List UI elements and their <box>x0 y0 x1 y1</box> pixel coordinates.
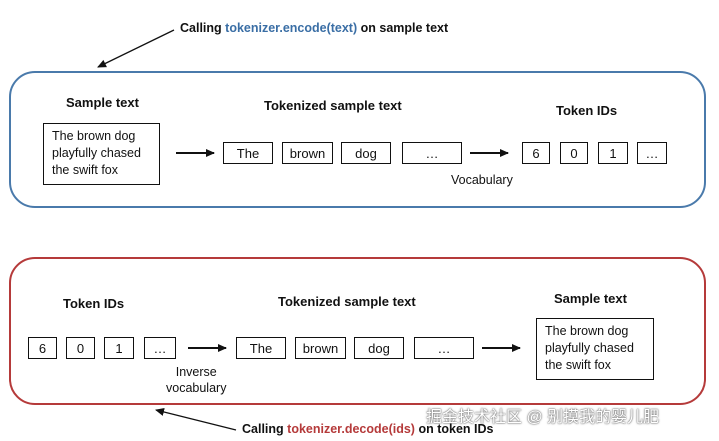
encode-sample-line-3: the swift fox <box>52 163 118 177</box>
decode-sample-textbox: The brown dog playfully chased the swift… <box>536 318 654 380</box>
decode-token-box: dog <box>354 337 404 359</box>
encode-sample-textbox: The brown dog playfully chased the swift… <box>43 123 160 185</box>
encode-caption-code: tokenizer.encode(text) <box>225 21 358 35</box>
decode-inverse-vocabulary-label: Inverse vocabulary <box>166 364 226 396</box>
watermark: 掘金技术社区 @ 别摸我的婴儿肥 <box>426 409 660 426</box>
decode-id-box: 6 <box>28 337 57 359</box>
decode-panel <box>9 257 706 405</box>
decode-sample-line-2: playfully chased <box>545 341 634 355</box>
encode-ids-heading: Token IDs <box>556 103 618 118</box>
decode-id-box: … <box>144 337 176 359</box>
decode-sample-line-3: the swift fox <box>545 358 611 372</box>
decode-caption-prefix: Calling <box>242 422 284 436</box>
encode-token-box: The <box>223 142 273 164</box>
encode-caption-pointer <box>97 29 175 68</box>
encode-id-box: 1 <box>598 142 628 164</box>
decode-caption: Calling tokenizer.decode(ids) on token I… <box>242 422 493 436</box>
encode-caption-prefix: Calling <box>180 21 222 35</box>
decode-token-box: … <box>414 337 474 359</box>
decode-ids-heading: Token IDs <box>63 296 125 311</box>
decode-caption-suffix: on token IDs <box>418 422 494 436</box>
decode-sample-heading: Sample text <box>554 291 627 306</box>
encode-token-box: dog <box>341 142 391 164</box>
encode-sample-heading: Sample text <box>66 95 139 110</box>
encode-id-box: … <box>637 142 667 164</box>
encode-id-box: 0 <box>560 142 588 164</box>
decode-token-box: The <box>236 337 286 359</box>
encode-vocabulary-label: Vocabulary <box>451 173 513 187</box>
decode-sample-line-1: The brown dog <box>545 324 629 338</box>
decode-inverse-label-line-1: Inverse <box>175 365 217 379</box>
encode-caption-suffix: on sample text <box>360 21 449 35</box>
decode-caption-code: tokenizer.decode(ids) <box>287 422 415 436</box>
encode-panel <box>9 71 706 208</box>
encode-tokens-heading: Tokenized sample text <box>264 98 402 113</box>
encode-sample-line-2: playfully chased <box>52 146 141 160</box>
encode-sample-line-1: The brown dog <box>52 129 136 143</box>
encode-token-box: … <box>402 142 462 164</box>
encode-caption: Calling tokenizer.encode(text) on sample… <box>180 21 448 35</box>
encode-token-box: brown <box>282 142 333 164</box>
decode-caption-pointer <box>155 408 237 431</box>
encode-id-box: 6 <box>522 142 550 164</box>
decode-token-box: brown <box>295 337 346 359</box>
decode-id-box: 1 <box>104 337 134 359</box>
decode-id-box: 0 <box>66 337 95 359</box>
decode-tokens-heading: Tokenized sample text <box>278 294 416 309</box>
decode-inverse-label-line-2: vocabulary <box>166 381 227 395</box>
